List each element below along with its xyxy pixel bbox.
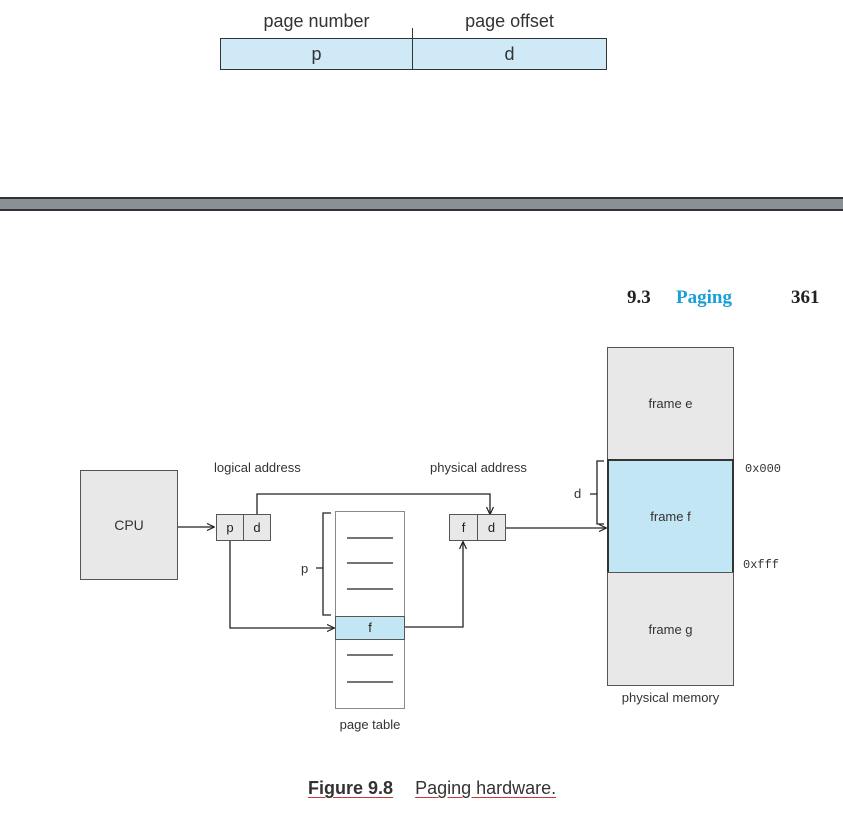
physical-d-cell: d: [477, 514, 506, 541]
frame-to-physical-arrow: [404, 542, 463, 628]
figure-number: Figure 9.8: [308, 778, 394, 798]
physical-memory-label: physical memory: [621, 690, 720, 705]
page-number-cell: p: [220, 38, 413, 70]
page-table-p-label: p: [301, 561, 309, 576]
page-offset-cell: d: [412, 38, 607, 70]
frame-g-label: frame g: [648, 622, 693, 637]
figure-caption: Figure 9.8 Paging hardware.: [308, 778, 556, 799]
frame-f-box: [607, 459, 734, 574]
frame-end-address: 0xfff: [743, 558, 780, 572]
page-table-label: page table: [339, 717, 401, 732]
cpu-box: [80, 470, 178, 580]
frame-g-box: [607, 572, 734, 686]
logical-d-cell: d: [243, 514, 271, 541]
frame-start-address: 0x000: [745, 462, 782, 476]
page-table-p-brace: [316, 512, 331, 616]
page-number-to-table-arrow: [229, 541, 334, 628]
frame-e-box: [607, 347, 734, 461]
cpu-label: CPU: [114, 517, 144, 533]
page-number: 361: [791, 287, 820, 308]
logical-p-cell: p: [216, 514, 244, 541]
figure-caption-text: Paging hardware.: [415, 778, 557, 798]
page-number-label: page number: [263, 11, 370, 31]
diagram-connectors: [178, 460, 843, 683]
page-table-entry-f: f: [335, 616, 405, 640]
page-separator: [0, 197, 843, 211]
frame-f-d-brace: [590, 460, 604, 525]
physical-f-cell: f: [449, 514, 478, 541]
frame-f-d-label: d: [574, 486, 582, 501]
frame-f-label: frame f: [650, 509, 691, 524]
section-number: 9.3: [627, 287, 651, 308]
physical-address-label: physical address: [430, 460, 527, 475]
format-divider-tick: [412, 28, 413, 38]
page-offset-label: page offset: [465, 11, 554, 31]
logical-address-label: logical address: [214, 460, 301, 475]
section-title: Paging: [676, 287, 732, 308]
page-table-box: [335, 511, 405, 709]
offset-d-arrow: [256, 493, 490, 514]
paging-hardware-diagram: CPU logical address p d f p page table p…: [0, 340, 843, 740]
frame-e-label: frame e: [648, 396, 693, 411]
